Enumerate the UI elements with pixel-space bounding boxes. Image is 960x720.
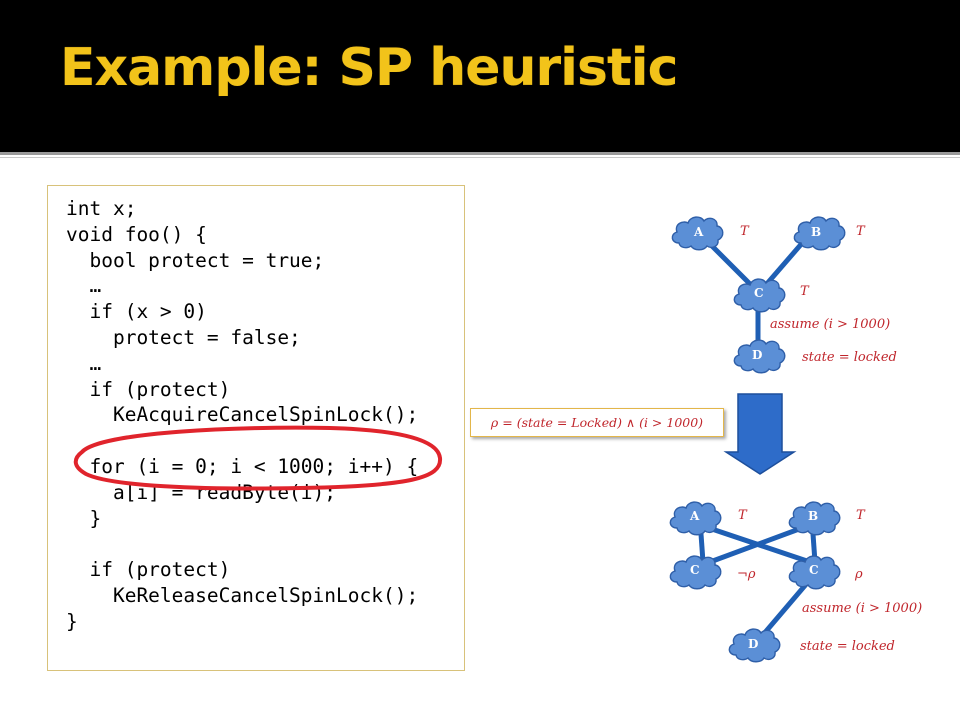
code-line: void foo() { [66, 222, 207, 246]
cfg-before: A B C D T T T assume (i > 1000) state = … [671, 216, 897, 374]
node-label: C [809, 563, 819, 577]
title-divider [0, 152, 960, 155]
code-line: if (protect) [66, 558, 231, 582]
node-label: B [808, 509, 818, 523]
title-bar [0, 0, 960, 152]
cfg-after: A B C C D T T ¬ρ ρ assume (i > 1000) sta… [669, 501, 922, 663]
edge-b-c1 [709, 522, 811, 565]
code-line: KeReleaseCancelSpinLock(); [66, 583, 419, 607]
cfg-node-a: A [669, 501, 722, 536]
code-line: } [66, 609, 78, 633]
title-divider-thin [0, 157, 960, 158]
down-arrow [723, 393, 797, 475]
cfg-node-b: B [793, 216, 846, 251]
node-label: C [754, 286, 764, 300]
annotation-loop [73, 425, 443, 491]
cfg-node-c-pos: C [788, 555, 841, 590]
cfg-node-c-neg: C [669, 555, 722, 590]
node-label: C [690, 563, 700, 577]
node-label: D [748, 637, 758, 651]
predicate-text: ρ = (state = Locked) ∧ (i > 1000) [490, 415, 704, 430]
node-c-pos-annotation: ρ [854, 567, 863, 582]
cfg-node-b: B [788, 501, 841, 536]
code-line: if (x > 0) [66, 300, 207, 324]
code-line: KeAcquireCancelSpinLock(); [66, 403, 419, 427]
code-line: protect = false; [66, 325, 301, 349]
code-line: int x; [66, 197, 137, 220]
node-c-neg-annotation: ¬ρ [737, 567, 756, 582]
code-line: bool protect = true; [66, 248, 325, 272]
code-line: } [66, 506, 102, 530]
node-a-annotation: T [740, 224, 750, 239]
code-line: if (protect) [66, 377, 231, 401]
edge-assume-label: assume (i > 1000) [770, 317, 890, 332]
node-label: D [752, 348, 762, 362]
predicate-box: ρ = (state = Locked) ∧ (i > 1000) [470, 408, 724, 437]
node-label: B [811, 225, 821, 239]
node-d-annotation: state = locked [800, 639, 895, 654]
node-d-annotation: state = locked [802, 350, 897, 365]
node-c-annotation: T [800, 284, 810, 299]
edge-c2-d [760, 580, 810, 638]
node-label: A [693, 225, 704, 239]
cfg-node-a: A [671, 216, 724, 251]
cfg-node-d: D [733, 339, 786, 374]
node-label: A [689, 509, 700, 523]
code-line: … [66, 351, 102, 375]
edge-assume-label: assume (i > 1000) [802, 601, 922, 616]
slide-title: Example: SP heuristic [60, 38, 678, 98]
code-line: for (i = 0; i < 1000; i++) { [66, 454, 419, 478]
node-b-annotation: T [856, 224, 866, 239]
cfg-node-d: D [728, 628, 781, 663]
node-b-annotation: T [856, 508, 866, 523]
cfg-node-c: C [733, 278, 786, 313]
code-line: … [66, 274, 102, 298]
node-a-annotation: T [738, 508, 748, 523]
